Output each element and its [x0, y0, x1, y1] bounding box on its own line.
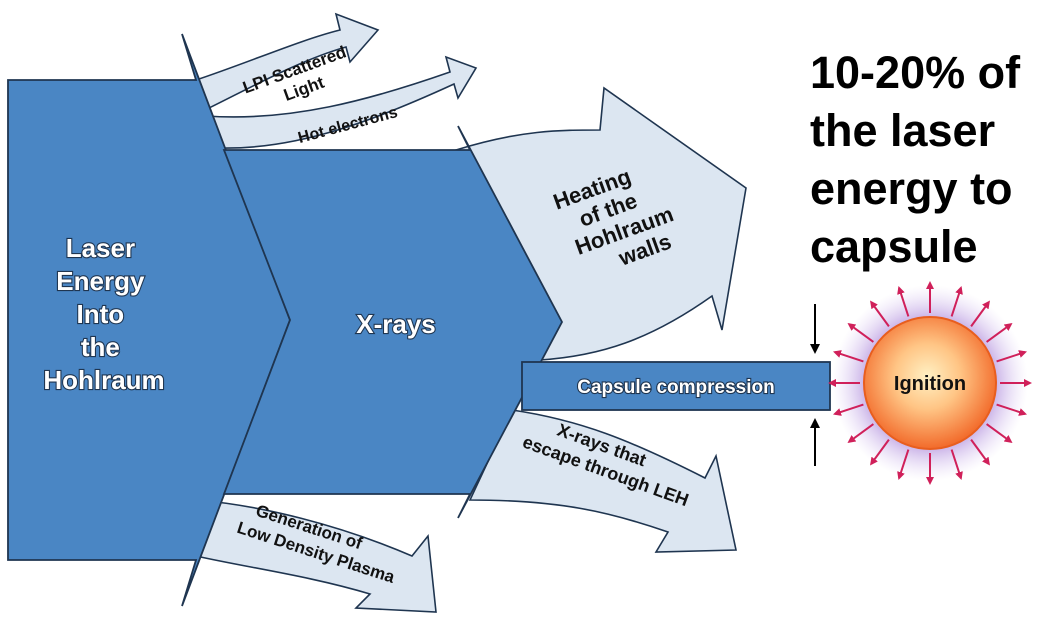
xrays-label: X-rays [356, 309, 436, 339]
capsule-ray [832, 350, 864, 363]
capsule-compression-bar [521, 361, 831, 411]
capsule-ray [897, 449, 910, 481]
capsule-ray [832, 403, 864, 416]
capsule-compression-label: Capsule compression [577, 377, 774, 398]
laser-energy-label: Laser Energy Into the Hohlraum [43, 233, 164, 395]
capsule-core [863, 316, 997, 450]
xrays-escape-arrow [468, 409, 737, 553]
low-density-plasma-arrow [195, 499, 437, 613]
capsule-ray [970, 439, 990, 466]
capsule-ray [950, 449, 963, 481]
hot-electrons-arrow [204, 55, 478, 149]
capsule-ray [996, 350, 1028, 363]
capsule-ray [897, 285, 910, 317]
capsule-energy-headline: 10-20% of the laser energy to capsule [810, 44, 1035, 276]
capsule-ray [986, 423, 1013, 443]
capsule-ray [847, 323, 874, 343]
capsule-ray [870, 439, 890, 466]
lpi-scattered-light-arrow [195, 12, 380, 112]
headline-line-2: the laser [810, 105, 996, 156]
capsule-rays [828, 281, 1032, 485]
capsule-ray [870, 300, 890, 327]
capsule-ray [847, 423, 874, 443]
headline-line-1: 10-20% of [810, 47, 1021, 98]
headline-line-3: energy to [810, 163, 1013, 214]
ignition-label: Ignition [894, 373, 966, 395]
capsule-ray [986, 323, 1013, 343]
capsule-ray [970, 300, 990, 327]
xrays-arrow [222, 125, 564, 519]
headline-line-4: capsule [810, 221, 978, 272]
capsule-ray [950, 285, 963, 317]
capsule-ray [996, 403, 1028, 416]
